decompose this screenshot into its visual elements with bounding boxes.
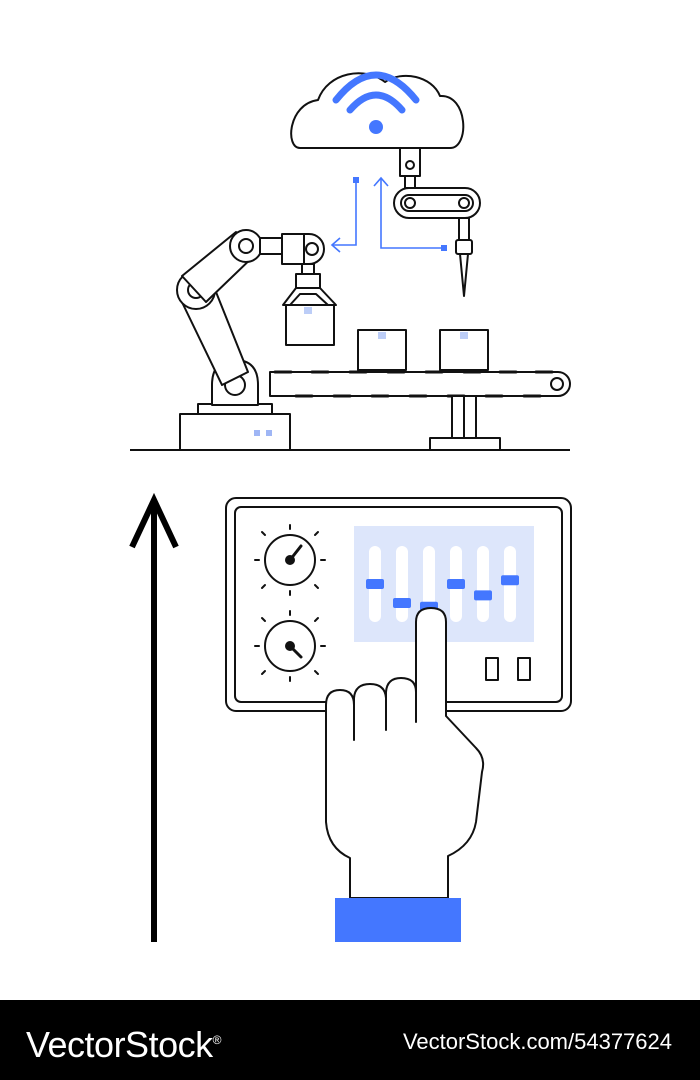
toggle-switch-right[interactable] bbox=[517, 657, 531, 681]
slider-knob-4[interactable] bbox=[447, 579, 465, 589]
illustration bbox=[129, 71, 572, 942]
slider-knob-1[interactable] bbox=[366, 579, 384, 589]
toggle-switch-left[interactable] bbox=[485, 657, 499, 681]
up-arrow-icon bbox=[129, 492, 179, 942]
dial-knob-top[interactable] bbox=[254, 524, 326, 596]
dial-knob-bottom[interactable] bbox=[254, 610, 326, 682]
slider-knob-2[interactable] bbox=[393, 598, 411, 608]
sleeve-cuff bbox=[335, 898, 461, 942]
logo-text: VectorStock bbox=[26, 1024, 213, 1065]
slider-track-2 bbox=[396, 546, 408, 622]
conveyor-belt-icon bbox=[269, 329, 571, 451]
footer-bar: VectorStock® VectorStock.com/54377624 bbox=[0, 1000, 700, 1080]
registered-mark: ® bbox=[212, 1033, 222, 1047]
equalizer-sliders[interactable] bbox=[366, 546, 519, 622]
slider-track-5 bbox=[477, 546, 489, 622]
pointing-hand-icon bbox=[325, 607, 485, 942]
hanging-gantry-arm bbox=[393, 147, 481, 297]
vectorstock-logo[interactable]: VectorStock® bbox=[26, 1018, 221, 1067]
signal-lines bbox=[330, 176, 447, 253]
image-id-link[interactable]: VectorStock.com/54377624 bbox=[402, 1029, 672, 1054]
robotic-arm-icon bbox=[176, 229, 337, 451]
slider-knob-5[interactable] bbox=[474, 590, 492, 601]
slider-knob-6[interactable] bbox=[501, 575, 519, 586]
cloud-wifi-icon bbox=[290, 71, 465, 149]
